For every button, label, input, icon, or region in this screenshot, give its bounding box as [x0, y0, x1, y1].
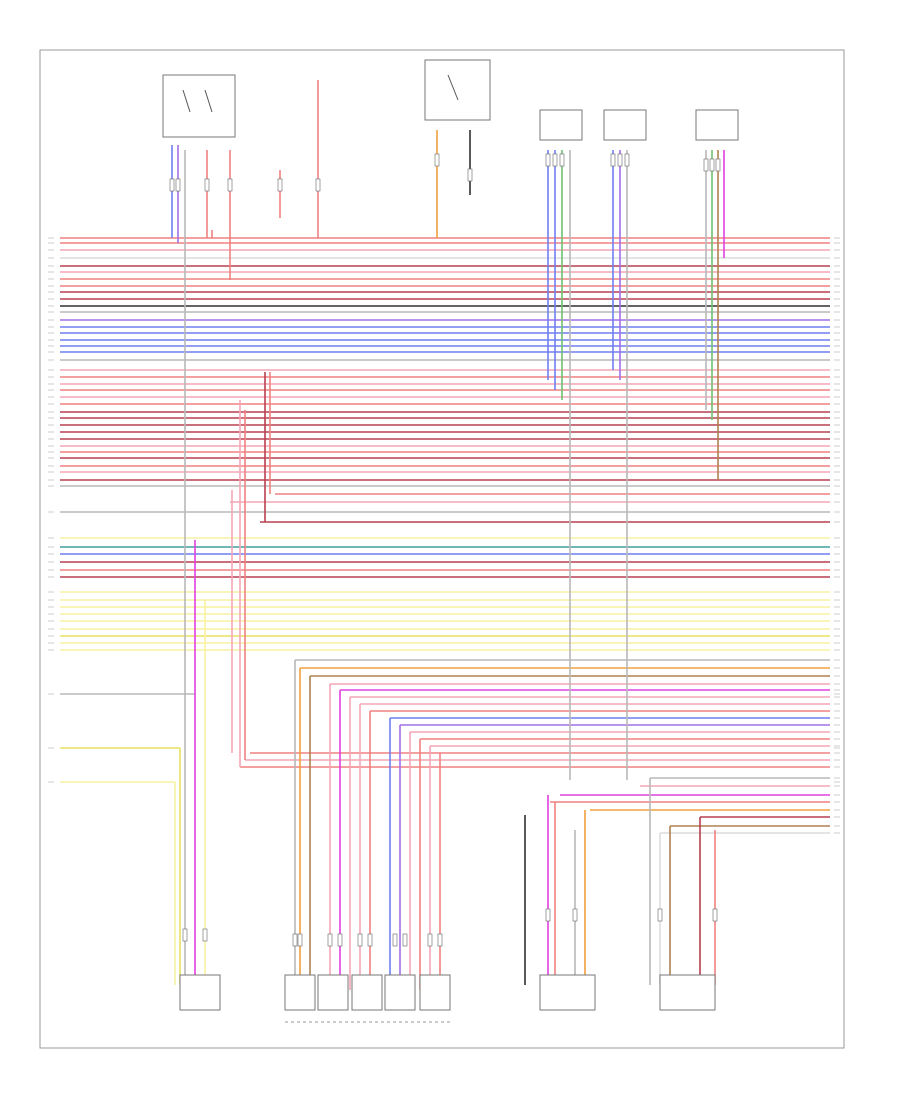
switch-contact	[204, 89, 213, 113]
connector-pin	[175, 178, 181, 192]
relay-box	[424, 59, 491, 121]
connector-pin	[715, 158, 721, 172]
connector-pin	[367, 933, 373, 947]
connector-pin	[292, 933, 298, 947]
connector-pin	[617, 153, 623, 167]
injector-5	[419, 974, 451, 1011]
connector-pin	[552, 153, 558, 167]
connector-pin	[559, 153, 565, 167]
connector-pin	[545, 908, 551, 922]
sensor-module-3	[695, 109, 739, 141]
connector-pin	[703, 158, 709, 172]
connector-pin	[297, 933, 303, 947]
injector-3	[351, 974, 383, 1011]
connector-pin	[357, 933, 363, 947]
control-module	[179, 974, 221, 1011]
connector-pin	[202, 928, 208, 942]
connector-pin	[337, 933, 343, 947]
connectors	[169, 153, 721, 947]
connector-pin	[709, 158, 715, 172]
connector-pin	[327, 933, 333, 947]
connector-pin	[427, 933, 433, 947]
connector-pin	[572, 908, 578, 922]
ignition-switch	[162, 74, 236, 138]
harness-bus-lines	[48, 237, 840, 834]
injector-2	[317, 974, 349, 1011]
sensor-module-2	[603, 109, 647, 141]
relay-contact	[447, 74, 459, 101]
switch-contact	[182, 89, 191, 113]
connector-pin	[434, 153, 440, 167]
connector-pin	[227, 178, 233, 192]
connector-pin	[545, 153, 551, 167]
connector-pin	[467, 168, 473, 182]
harness-branch-lines	[171, 80, 725, 990]
diagram-frame	[39, 49, 845, 1049]
connector-pin	[169, 178, 175, 192]
connector-pin	[624, 153, 630, 167]
sensor-unit-1	[539, 974, 596, 1011]
connector-pin	[437, 933, 443, 947]
sensor-unit-2	[659, 974, 716, 1011]
connector-pin	[204, 178, 210, 192]
connector-pin	[392, 933, 398, 947]
connector-pin	[277, 178, 283, 192]
injector-1	[284, 974, 316, 1011]
connector-pin	[182, 928, 188, 942]
connector-pin	[315, 178, 321, 192]
components	[162, 59, 739, 1023]
connector-pin	[402, 933, 408, 947]
connector-pin	[610, 153, 616, 167]
connector-pin	[712, 908, 718, 922]
sensor-module-1	[539, 109, 583, 141]
connector-pin	[657, 908, 663, 922]
injector-4	[384, 974, 416, 1011]
